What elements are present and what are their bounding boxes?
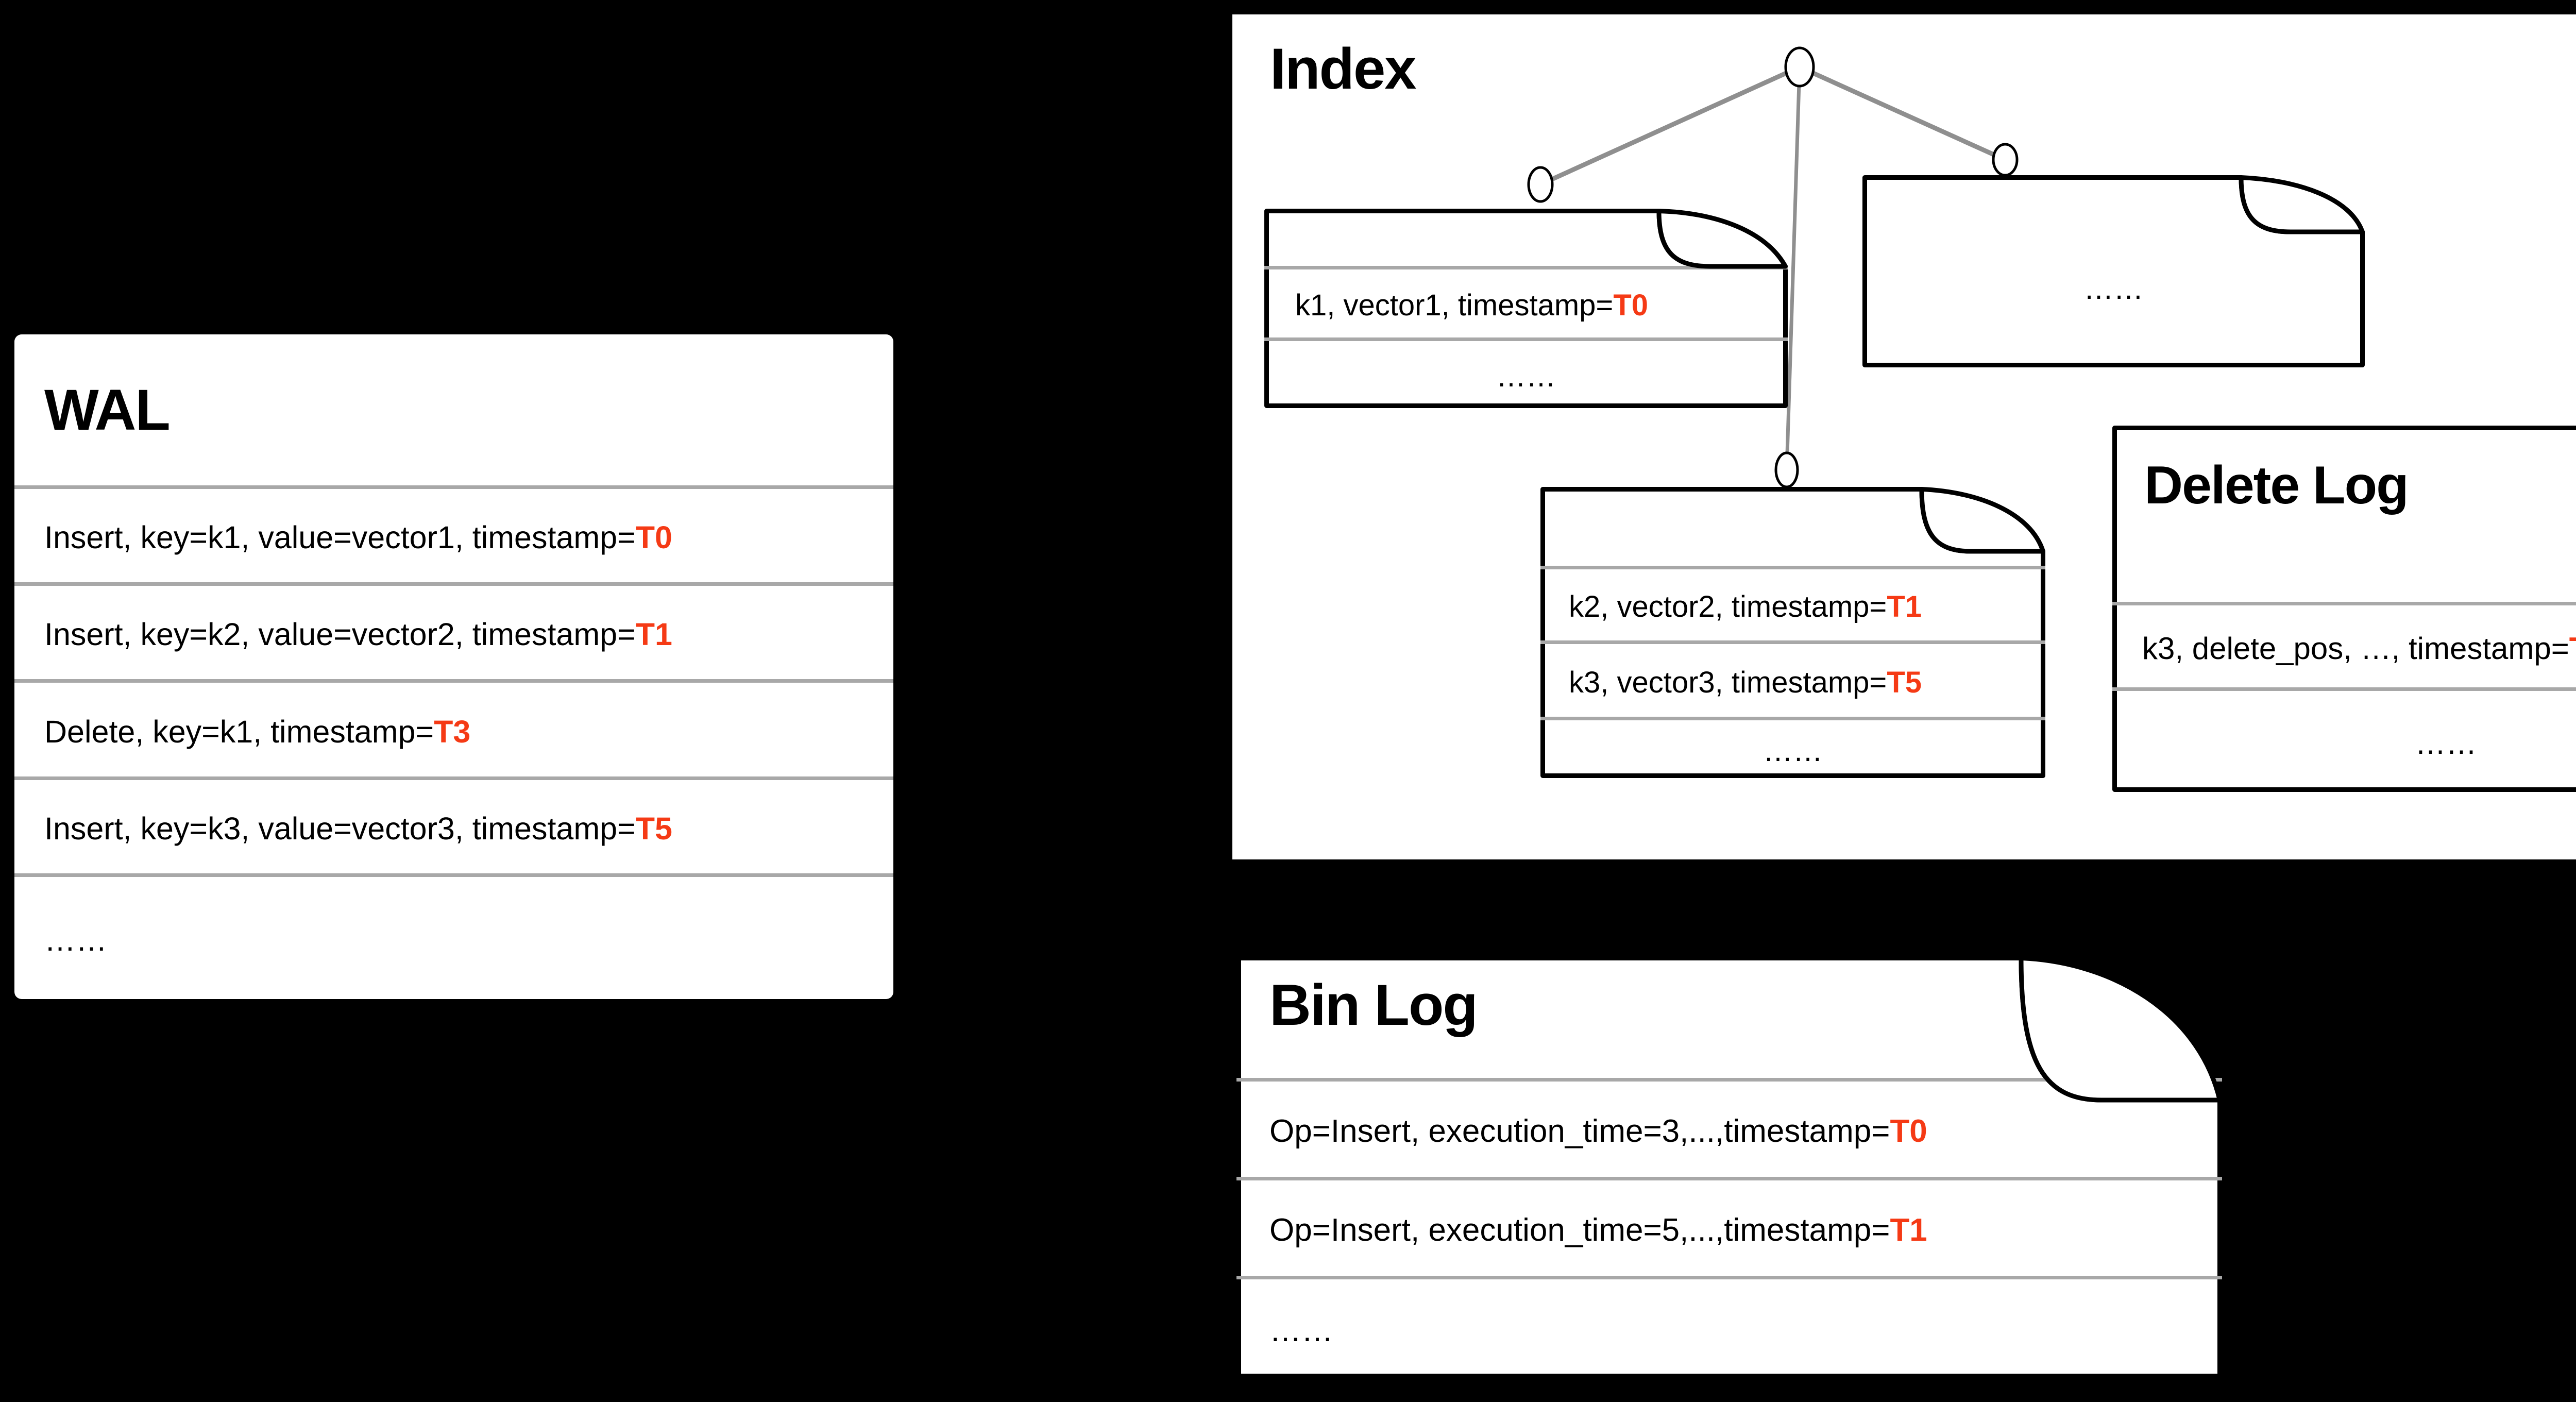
bin-log-row-text: Op=Insert, execution_time=5,...,timestam… <box>1269 1212 1890 1248</box>
timestamp: T1 <box>1890 1212 1927 1248</box>
bin-log-row: Op=Insert, execution_time=3,...,timestam… <box>1236 1078 2222 1180</box>
file-row-text: k2, vector2, timestamp= <box>1569 590 1887 623</box>
wal-row: Insert, key=k1, value=vector1, timestamp… <box>14 485 893 586</box>
timestamp: T5 <box>1887 665 1922 699</box>
timestamp: T3 <box>2569 631 2576 666</box>
bin-log-row: Op=Insert, execution_time=5,...,timestam… <box>1236 1177 2222 1279</box>
bin-log-title: Bin Log <box>1269 973 1478 1037</box>
delete-log-title: Delete Log <box>2144 455 2409 515</box>
timestamp: T1 <box>635 617 672 652</box>
timestamp: T0 <box>1613 289 1648 322</box>
delete-log-more-text: …… <box>2415 726 2477 761</box>
delete-log-more-row: …… <box>2112 687 2576 796</box>
wal-row-text: Insert, key=k2, value=vector2, timestamp… <box>44 617 636 652</box>
index-tree <box>1527 46 2019 488</box>
file-row: k3, vector3, timestamp=T5 <box>1540 640 2045 720</box>
file-row: k1, vector1, timestamp=T0 <box>1264 266 1788 341</box>
tree-node <box>1992 143 2019 177</box>
file-more-text: …… <box>1763 734 1823 768</box>
bin-log-row-text: Op=Insert, execution_time=3,...,timestam… <box>1269 1113 1890 1149</box>
tree-edge <box>1799 64 2006 162</box>
bin-log-more-text: …… <box>1269 1313 1333 1348</box>
wal-title: WAL <box>44 377 171 442</box>
wal-row: Insert, key=k3, value=vector3, timestamp… <box>14 776 893 877</box>
timestamp: T3 <box>434 714 471 749</box>
tree-node <box>1784 46 1815 88</box>
file-row-text: k1, vector1, timestamp= <box>1295 289 1614 322</box>
bin-log-file: Bin Log Op=Insert, execution_time=3,...,… <box>1236 956 2222 1378</box>
file-more-row: …… <box>1264 337 1788 412</box>
tree-node <box>1527 166 1554 203</box>
file-more-row: …… <box>1862 232 2365 345</box>
wal-title-band: WAL <box>14 334 893 485</box>
wal-row-text: …… <box>44 922 107 957</box>
bin-log-more-row: …… <box>1236 1276 2222 1382</box>
wal-row: Insert, key=k2, value=vector2, timestamp… <box>14 582 893 683</box>
timestamp: T0 <box>1890 1113 1927 1149</box>
delete-log-row-text: k3, delete_pos, …, timestamp= <box>2142 631 2569 666</box>
tree-edge <box>1539 64 1801 187</box>
wal-row-text: Insert, key=k3, value=vector3, timestamp… <box>44 811 636 846</box>
index-segment-file-1: k1, vector1, timestamp=T0 …… <box>1264 209 1788 408</box>
index-segment-file-3: …… <box>1862 175 2365 367</box>
tree-node <box>1774 451 1799 488</box>
timestamp: T5 <box>635 811 672 846</box>
file-more-text: …… <box>1496 360 1556 393</box>
index-segment-file-2: k2, vector2, timestamp=T1 k3, vector3, t… <box>1540 487 2045 778</box>
file-row-text: k3, vector3, timestamp= <box>1569 665 1887 699</box>
index-title: Index <box>1270 37 1417 101</box>
wal-row-text: Delete, key=k1, timestamp= <box>44 714 434 749</box>
wal-row: Delete, key=k1, timestamp=T3 <box>14 679 893 780</box>
file-more-text: …… <box>2083 272 2144 306</box>
file-row: k2, vector2, timestamp=T1 <box>1540 566 2045 644</box>
index-panel: Index k1, vector1, timestamp=T0 …… <box>1232 14 2576 859</box>
wal-box: WAL Insert, key=k1, value=vector1, times… <box>14 334 893 999</box>
wal-row: …… <box>14 873 893 1003</box>
timestamp: T1 <box>1887 590 1922 623</box>
timestamp: T0 <box>635 520 672 555</box>
delete-log-row: k3, delete_pos, …, timestamp=T3 <box>2112 602 2576 691</box>
tree-edge <box>1785 66 1802 470</box>
wal-row-text: Insert, key=k1, value=vector1, timestamp… <box>44 520 636 555</box>
file-more-row: …… <box>1540 717 2045 782</box>
delete-log-file: Delete Log k3, delete_pos, …, timestamp=… <box>2112 426 2576 792</box>
